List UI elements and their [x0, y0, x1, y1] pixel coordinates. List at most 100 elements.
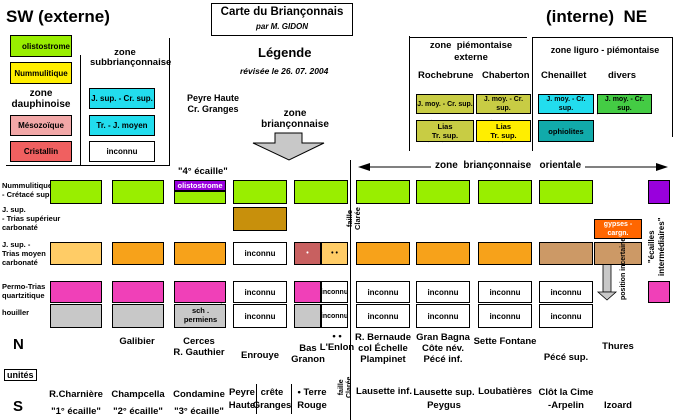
- legend-left-divider: [80, 55, 81, 166]
- col6-inconnu-2: inconnu: [367, 287, 399, 297]
- col5b-inconnu-2: inconnu: [320, 312, 349, 320]
- unit-clot-la-cime: Clôt la Cime -Arpelin: [538, 387, 594, 411]
- legend-right-corner: [409, 36, 410, 37]
- map-author: par M. GIDON: [255, 22, 308, 31]
- chaberton-lias: Lias Tr. sup.: [476, 120, 531, 142]
- legend-title: Légende: [258, 45, 312, 60]
- row-label-houiller: houiller: [2, 308, 30, 317]
- col9-inconnu-2: inconnu: [550, 311, 582, 321]
- col7-permo-trias: inconnu: [416, 281, 470, 303]
- map-title: Carte du Briançonnais: [220, 6, 344, 18]
- legend-olistostrome: olistostrome: [10, 35, 72, 57]
- loc-galibier: Galibier: [119, 336, 155, 347]
- col8-trias-moyen: [478, 242, 532, 265]
- zone-brianconnaise-label: zone briançonnaise: [261, 108, 329, 130]
- unites-label: unités: [4, 369, 37, 381]
- col5b-inconnu-1: inconnu: [320, 288, 349, 296]
- chenaillet-jmoy: J. moy. - Cr. sup.: [538, 94, 594, 114]
- col6-trias-moyen: [356, 242, 410, 265]
- col8-permo-trias: inconnu: [478, 281, 532, 303]
- col5a-permo-trias: [294, 281, 321, 303]
- rochebrune-label: Rochebrune: [418, 70, 474, 81]
- rochebrune-jmoy-label: J. moy. - Cr. sup.: [417, 100, 473, 108]
- col4-inconnu-3: inconnu: [244, 311, 276, 321]
- col7-nummulitique: [416, 180, 470, 204]
- col4-permo-trias: inconnu: [233, 281, 287, 303]
- col5a-trias-moyen: •: [294, 242, 321, 265]
- unit-rcharniere: R.Charnière "1° écaille": [49, 389, 103, 417]
- row-label-nummulitique: Nummulitique - Crétacé sup.: [2, 181, 52, 199]
- legend-cristallin-label: Cristallin: [23, 147, 59, 156]
- loc-lenlon: • • L'Enlon: [319, 331, 355, 353]
- col10-trias-moyen: [594, 242, 642, 265]
- faille-claree-line: [350, 160, 351, 420]
- gypses-label: gypses - cargn.: [603, 221, 633, 237]
- col8-nummulitique: [478, 180, 532, 204]
- col8-houiller: inconnu: [478, 304, 532, 328]
- unit-izoard: Izoard: [604, 400, 632, 411]
- col6-permo-inconnu: inconnu: [356, 281, 410, 303]
- loc-pece-sup: Pécé sup.: [543, 352, 589, 363]
- row-label-jsup-trsup: J. sup. - Trias supérieur carbonaté: [2, 205, 61, 232]
- col7-trias-moyen: [416, 242, 470, 265]
- col9-inconnu-1: inconnu: [550, 287, 582, 297]
- col5a-houiller: [294, 304, 321, 328]
- unit-peyre-haute: Peyre Haute: [228, 387, 256, 411]
- col5b-permo-trias: inconnu: [321, 281, 348, 303]
- legend-mesozoique: Mésozoïque: [10, 115, 72, 136]
- unit-condamine: Condamine "3° écaille": [173, 389, 225, 417]
- ophiolites: ophiolites: [538, 120, 594, 142]
- col8-inconnu-1: inconnu: [489, 287, 521, 297]
- legend-right-divider: [532, 37, 533, 151]
- col2-houiller: [112, 304, 164, 328]
- chaberton-jmoy: J. moy. - Cr. sup.: [476, 94, 531, 114]
- faille-claree-s-label: faille Clarée: [338, 376, 353, 398]
- col4-nummulitique: [233, 180, 287, 204]
- down-arrow-small-icon: [596, 291, 618, 301]
- col1-trias-moyen: [50, 242, 102, 265]
- arrow-left-icon: [358, 163, 370, 171]
- revision-date: révisée le 26. 07. 2004: [240, 66, 329, 76]
- legend-right-left-line: [409, 37, 410, 151]
- legend-left-right-line: [169, 38, 170, 166]
- unit-sep-2: [291, 384, 292, 414]
- unit-loubatieres: Loubatières: [478, 386, 532, 397]
- rochebrune-lias-label: Lias Tr. sup.: [431, 122, 459, 140]
- legend-nummulitique: Nummulitique: [10, 62, 72, 84]
- loc-cerces: Cerces R. Gauthier: [173, 336, 225, 358]
- col7-houiller: inconnu: [416, 304, 470, 328]
- legend-jsup-crsup-label: J. sup. - Cr. sup.: [91, 94, 153, 103]
- col2-trias-moyen: [112, 242, 164, 265]
- ophiolites-label: ophiolites: [548, 126, 584, 136]
- title-box: Carte du Briançonnais par M. GIDON: [211, 3, 353, 36]
- chaberton-lias-label: Lias Tr. sup.: [490, 122, 517, 140]
- col5b-dots: • •: [331, 250, 338, 257]
- col1-nummulitique: [50, 180, 102, 204]
- col9-nummulitique: [539, 180, 593, 204]
- col5-nummulitique: [294, 180, 348, 204]
- chenaillet-jmoy-label: J. moy. - Cr. sup.: [546, 96, 586, 112]
- col5b-houiller: inconnu: [321, 304, 348, 328]
- col6-houiller: inconnu: [356, 304, 410, 328]
- unit-lausette-sup: Lausette sup. Peygus: [413, 387, 475, 411]
- zone-piemontaise-label: zone piémontaise externe: [429, 40, 513, 63]
- col4-inconnu-1: inconnu: [244, 249, 276, 258]
- loc-bas-granon: Bas Granon: [291, 343, 325, 365]
- rochebrune-jmoy: J. moy. - Cr. sup.: [416, 94, 474, 114]
- unit-terre-rouge: • Terre Rouge: [297, 387, 327, 411]
- sch-permiens-label: sch . permiens: [183, 306, 218, 324]
- unit-champcella: Champcella "2° écaille": [111, 389, 165, 417]
- unit-lausette-inf: Lausette inf.: [356, 386, 412, 397]
- col5a-dot: •: [306, 250, 309, 257]
- zone-dauphinoise-label: zone dauphinoise: [11, 88, 71, 110]
- legend-jsup-crsup: J. sup. - Cr. sup.: [89, 88, 155, 109]
- legend-tr-jmoyen-label: Tr. - J. moyen: [96, 121, 148, 130]
- unit-crete-granges: crête Granges: [252, 387, 292, 411]
- col2-permo-trias: [112, 281, 164, 303]
- col4-trias-moyen: inconnu: [233, 242, 287, 265]
- legend-right-top-line: [409, 37, 527, 38]
- col3-permo-trias: [174, 281, 226, 303]
- col5b-trias-moyen: • •: [321, 242, 348, 265]
- chaberton-jmoy-label: J. moy. - Cr. sup.: [483, 96, 524, 112]
